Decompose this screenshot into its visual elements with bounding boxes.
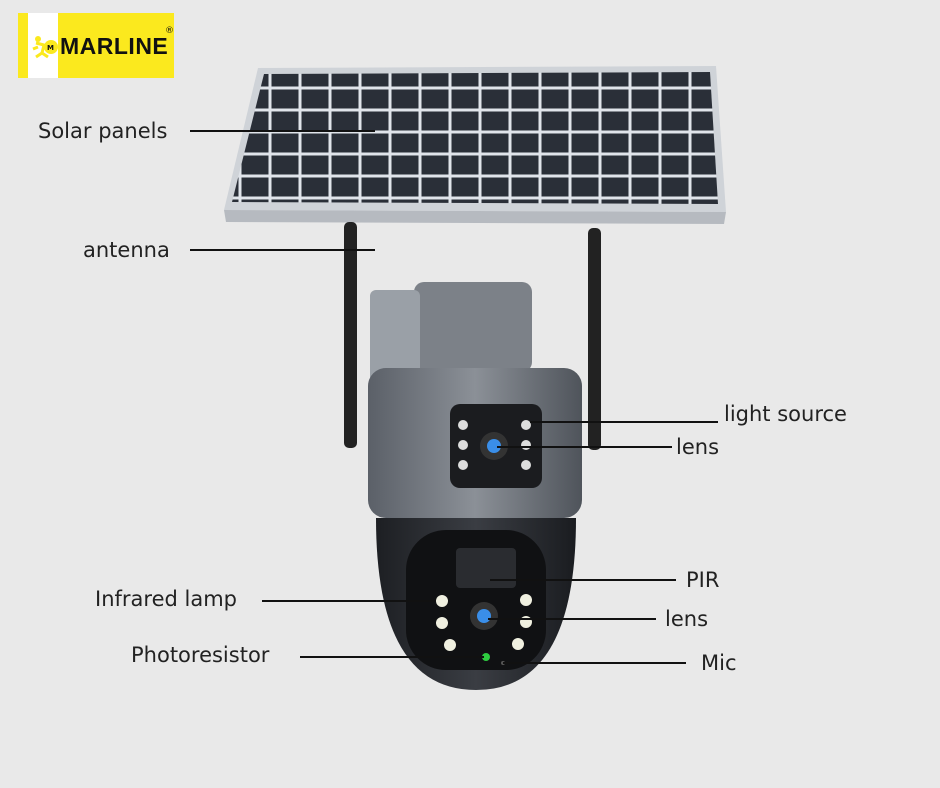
- label-light-source: light source: [724, 402, 847, 426]
- runner-icon: M: [32, 36, 58, 59]
- label-antenna: antenna: [83, 238, 170, 262]
- antenna-right: [588, 228, 601, 450]
- svg-text:M: M: [47, 44, 54, 52]
- logo-text: MARLINE: [60, 33, 169, 59]
- leader-line: [300, 656, 484, 658]
- leader-line: [503, 662, 686, 664]
- label-lens-top: lens: [676, 435, 720, 459]
- leader-line: [490, 579, 676, 581]
- leader-line: [190, 130, 375, 132]
- leader-line: [190, 249, 375, 251]
- label-infrared-lamp: Infrared lamp: [95, 587, 237, 611]
- leader-line: [262, 600, 436, 602]
- label-mic: Mic: [701, 651, 737, 675]
- leader-line: [497, 446, 672, 448]
- pir-sensor: [456, 548, 516, 588]
- label-lens-bottom: lens: [665, 607, 709, 631]
- label-photoresistor: Photoresistor: [131, 643, 270, 667]
- leader-line: [488, 618, 656, 620]
- label-pir: PIR: [686, 568, 720, 592]
- label-solar-panels: Solar panels: [38, 119, 168, 143]
- marline-logo: M MARLINE ®: [18, 13, 174, 78]
- antenna-left: [344, 222, 357, 448]
- registered-mark: ®: [165, 26, 174, 36]
- leader-line: [530, 421, 718, 423]
- photoresistor-dot: [482, 653, 490, 661]
- solar-panel: [224, 66, 726, 224]
